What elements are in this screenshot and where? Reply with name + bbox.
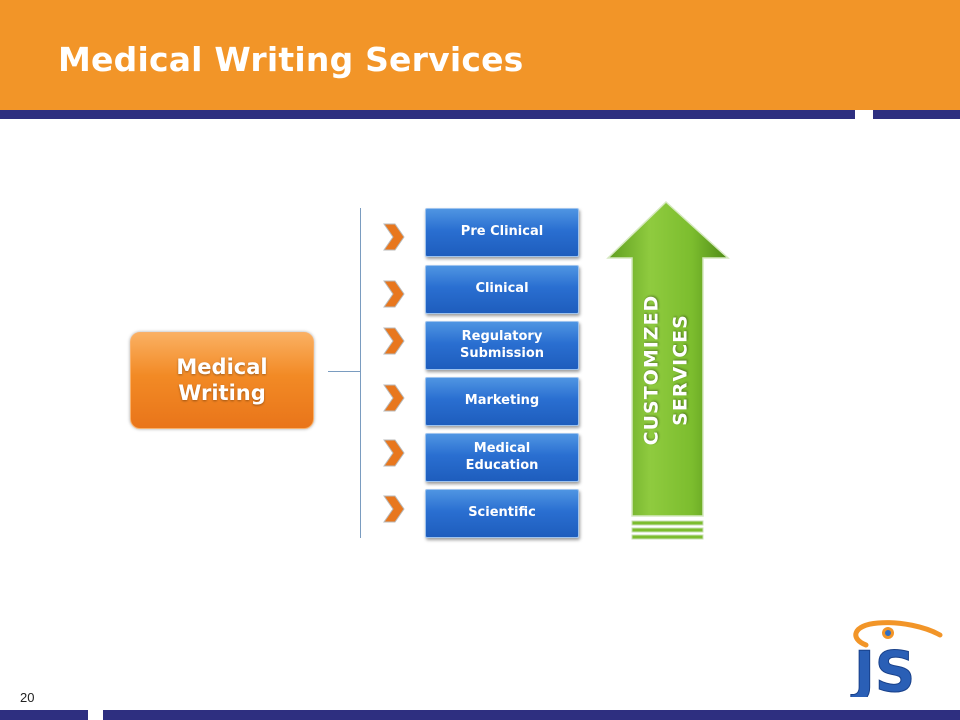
customized-services-arrow	[606, 200, 730, 540]
service-label: Medical	[473, 440, 531, 456]
service-label-line2: Submission	[459, 345, 545, 361]
service-box-scientific: Scientific	[425, 489, 579, 538]
logo-lettering: JS	[850, 640, 915, 697]
service-box-clinical: Clinical	[425, 265, 579, 314]
arrow-label-line2: SERVICES	[669, 314, 691, 426]
service-label: Clinical	[475, 281, 529, 297]
service-label: Regulatory	[461, 328, 543, 344]
chevron-right-icon	[383, 223, 405, 251]
service-box-pre-clinical: Pre Clinical	[425, 208, 579, 257]
chevron-right-icon	[383, 280, 405, 308]
medical-writing-node: Medical Writing	[130, 332, 314, 429]
arrow-label-line1: CUSTOMIZED	[640, 294, 663, 446]
connector-horizontal	[328, 371, 361, 372]
chevron-right-icon	[383, 495, 405, 523]
page-number: 20	[20, 690, 35, 705]
chevron-right-icon	[383, 384, 405, 412]
js-logo-icon: JS	[850, 620, 943, 697]
medical-writing-label-line1: Medical	[176, 355, 268, 380]
service-box-marketing: Marketing	[425, 377, 579, 426]
header-band	[0, 0, 960, 110]
header-rule-short	[873, 110, 960, 119]
chevron-right-icon	[383, 327, 405, 355]
header-rule	[0, 110, 855, 119]
footer-rule-short	[0, 710, 88, 720]
footer-rule	[103, 710, 960, 720]
chevron-right-icon	[383, 439, 405, 467]
service-label: Pre Clinical	[460, 224, 544, 240]
medical-writing-label-line2: Writing	[178, 380, 266, 405]
service-label-line2: Education	[465, 457, 539, 473]
page-title: Medical Writing Services	[58, 40, 524, 79]
customized-services-label: CUSTOMIZED SERVICES	[638, 295, 695, 446]
service-label: Scientific	[468, 505, 536, 521]
connector-vertical	[360, 208, 361, 538]
service-label: Marketing	[464, 393, 540, 409]
